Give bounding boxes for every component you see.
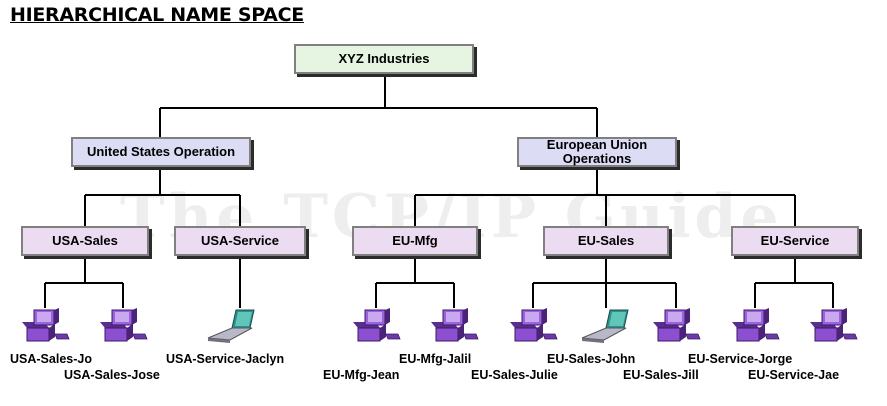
desktop-computer-icon bbox=[100, 308, 148, 342]
page-title: HIERARCHICAL NAME SPACE bbox=[10, 4, 304, 26]
node-european-union-operations: European Union Operations bbox=[517, 137, 677, 167]
node-eu-sales: EU-Sales bbox=[543, 226, 669, 256]
node-eu-service: EU-Service bbox=[731, 226, 859, 256]
host-label-usa-sales-jo: USA-Sales-Jo bbox=[10, 352, 92, 366]
node-united-states-operation: United States Operation bbox=[71, 137, 251, 167]
desktop-computer-icon bbox=[353, 308, 401, 342]
desktop-computer-icon bbox=[732, 308, 780, 342]
host-label-eu-service-jorge: EU-Service-Jorge bbox=[688, 352, 793, 366]
host-label-eu-sales-julie: EU-Sales-Julie bbox=[471, 368, 558, 382]
host-label-eu-sales-jill: EU-Sales-Jill bbox=[623, 368, 699, 382]
desktop-computer-icon bbox=[22, 308, 70, 342]
host-label-usa-service-jaclyn: USA-Service-Jaclyn bbox=[166, 352, 285, 366]
node-usa-sales: USA-Sales bbox=[21, 226, 149, 256]
host-label-eu-sales-john: EU-Sales-John bbox=[547, 352, 636, 366]
desktop-computer-icon bbox=[431, 308, 479, 342]
desktop-computer-icon bbox=[510, 308, 558, 342]
host-label-eu-mfg-jalil: EU-Mfg-Jalil bbox=[399, 352, 472, 366]
node-xyz-industries: XYZ Industries bbox=[294, 44, 474, 74]
desktop-computer-icon bbox=[810, 308, 858, 342]
node-usa-service: USA-Service bbox=[174, 226, 306, 256]
desktop-computer-icon bbox=[653, 308, 701, 342]
node-eu-mfg: EU-Mfg bbox=[352, 226, 478, 256]
host-label-eu-service-jae: EU-Service-Jae bbox=[748, 368, 840, 382]
laptop-icon bbox=[581, 309, 629, 343]
host-label-usa-sales-jose: USA-Sales-Jose bbox=[64, 368, 160, 382]
laptop-icon bbox=[207, 309, 255, 343]
host-label-eu-mfg-jean: EU-Mfg-Jean bbox=[323, 368, 400, 382]
